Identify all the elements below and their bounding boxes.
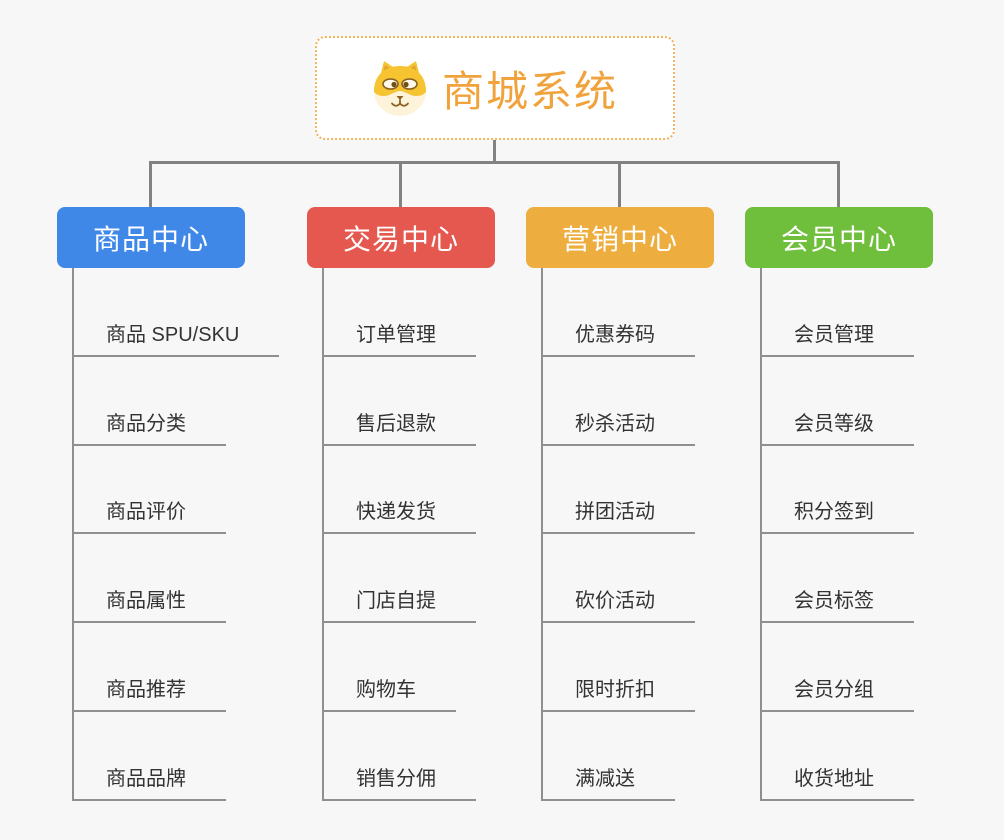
leaf-item[interactable]: 会员分组 xyxy=(762,623,914,713)
leaf-label: 商品属性 xyxy=(74,584,226,624)
dog-face-icon xyxy=(373,61,426,116)
leaf-item[interactable]: 订单管理 xyxy=(324,268,476,357)
leaf-item[interactable]: 商品评价 xyxy=(74,446,279,535)
leaf-label: 优惠券码 xyxy=(543,318,695,357)
leaf-item[interactable]: 销售分佣 xyxy=(324,712,476,801)
drop-line-4 xyxy=(837,161,840,208)
branch-node-trade-center[interactable]: 交易中心 xyxy=(307,207,495,268)
leaf-item[interactable]: 拼团活动 xyxy=(543,446,695,535)
leaf-label: 订单管理 xyxy=(324,318,476,357)
leaf-label: 商品 SPU/SKU xyxy=(74,318,280,357)
leaf-label: 购物车 xyxy=(324,673,456,713)
leaf-label: 商品品牌 xyxy=(74,762,226,801)
leaf-item[interactable]: 砍价活动 xyxy=(543,534,695,624)
branch-node-product-center[interactable]: 商品中心 xyxy=(57,207,245,268)
drop-line-1 xyxy=(149,161,152,208)
leaf-item[interactable]: 快递发货 xyxy=(324,446,476,535)
leaf-item[interactable]: 商品品牌 xyxy=(74,712,279,801)
leaf-label: 售后退款 xyxy=(324,407,476,446)
leaf-label: 商品分类 xyxy=(74,407,226,446)
leaf-item[interactable]: 商品属性 xyxy=(74,534,279,624)
branch-node-member-center[interactable]: 会员中心 xyxy=(745,207,933,268)
leaf-label: 砍价活动 xyxy=(543,584,695,624)
leaf-label: 销售分佣 xyxy=(324,762,476,801)
leaf-label: 快递发货 xyxy=(324,495,476,535)
branch-product-leaves: 商品 SPU/SKU 商品分类 商品评价 商品属性 商品推荐 商品品牌 xyxy=(72,268,280,801)
leaf-item[interactable]: 积分签到 xyxy=(762,446,914,535)
leaf-item[interactable]: 收货地址 xyxy=(762,712,914,801)
leaf-item[interactable]: 商品推荐 xyxy=(74,623,279,713)
leaf-label: 秒杀活动 xyxy=(543,407,695,446)
leaf-label: 商品推荐 xyxy=(74,673,226,713)
branch-node-marketing-center[interactable]: 营销中心 xyxy=(526,207,714,268)
leaf-label: 积分签到 xyxy=(762,495,914,535)
leaf-label: 会员分组 xyxy=(762,673,914,713)
drop-line-3 xyxy=(618,161,621,208)
horizontal-bar-line xyxy=(151,161,839,164)
branch-trade-leaves: 订单管理 售后退款 快递发货 门店自提 购物车 销售分佣 xyxy=(322,268,476,801)
leaf-item[interactable]: 售后退款 xyxy=(324,357,476,446)
root-node-mall-system[interactable]: 商城系统 xyxy=(315,36,675,140)
root-title: 商城系统 xyxy=(441,67,618,115)
leaf-label: 拼团活动 xyxy=(543,495,695,535)
branch-member-leaves: 会员管理 会员等级 积分签到 会员标签 会员分组 收货地址 xyxy=(760,268,914,801)
leaf-item[interactable]: 优惠券码 xyxy=(543,268,695,357)
leaf-label: 收货地址 xyxy=(762,762,914,801)
leaf-item[interactable]: 会员管理 xyxy=(762,268,914,357)
leaf-item[interactable]: 购物车 xyxy=(324,623,476,713)
branch-marketing-leaves: 优惠券码 秒杀活动 拼团活动 砍价活动 限时折扣 满减送 xyxy=(541,268,695,801)
leaf-item[interactable]: 商品 SPU/SKU xyxy=(74,268,280,357)
leaf-item[interactable]: 满减送 xyxy=(543,712,695,801)
leaf-item[interactable]: 门店自提 xyxy=(324,534,476,624)
leaf-item[interactable]: 限时折扣 xyxy=(543,623,695,713)
leaf-label: 门店自提 xyxy=(324,584,476,624)
leaf-item[interactable]: 商品分类 xyxy=(74,357,279,446)
leaf-label: 限时折扣 xyxy=(543,673,695,713)
leaf-label: 会员标签 xyxy=(762,584,914,624)
leaf-label: 满减送 xyxy=(543,762,675,801)
leaf-label: 商品评价 xyxy=(74,495,226,535)
leaf-item[interactable]: 会员等级 xyxy=(762,357,914,446)
drop-line-2 xyxy=(399,161,402,208)
leaf-label: 会员管理 xyxy=(762,318,914,357)
leaf-label: 会员等级 xyxy=(762,407,914,446)
root-trunk-line xyxy=(493,140,496,164)
leaf-item[interactable]: 秒杀活动 xyxy=(543,357,695,446)
leaf-item[interactable]: 会员标签 xyxy=(762,534,914,624)
